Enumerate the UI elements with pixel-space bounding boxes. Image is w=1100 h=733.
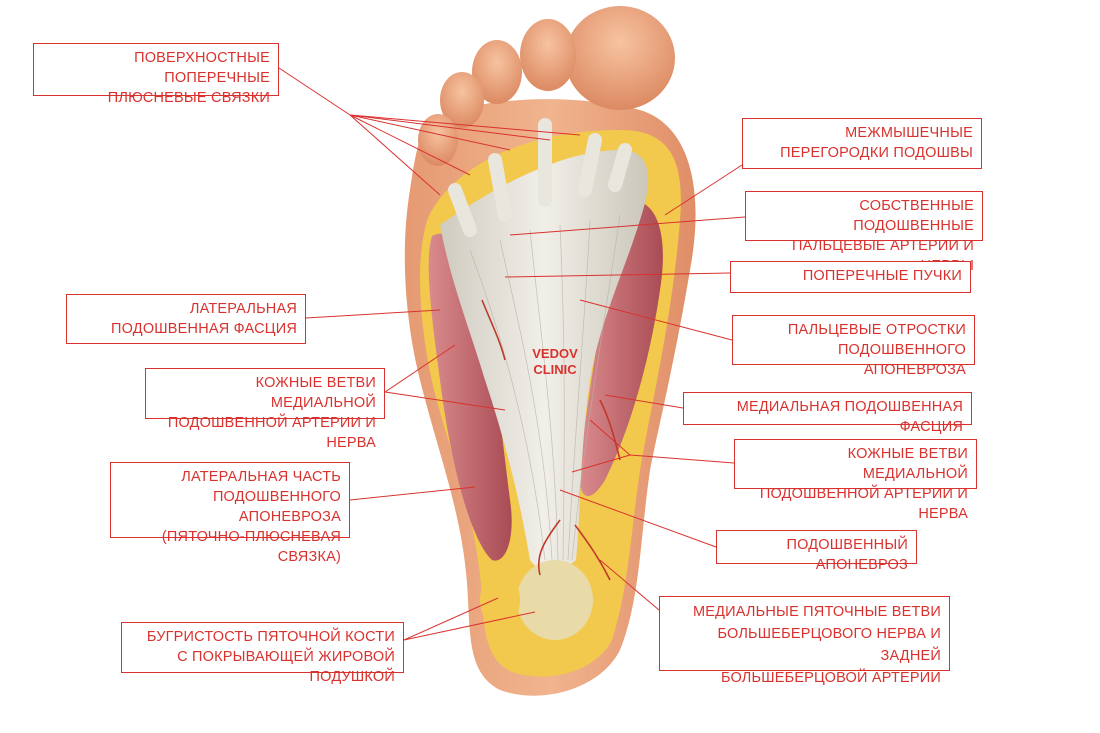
label-transverse-fascicles: ПОПЕРЕЧНЫЕ ПУЧКИ bbox=[730, 261, 971, 293]
watermark-text: VEDOV CLINIC bbox=[532, 346, 578, 377]
label-superficial-transverse-metatarsal-ligaments: ПОВЕРХНОСТНЫЕ ПОПЕРЕЧНЫЕ ПЛЮСНЕВЫЕ СВЯЗК… bbox=[33, 43, 279, 106]
label-intermuscular-septa: МЕЖМЫШЕЧНЫЕ ПЕРЕГОРОДКИ ПОДОШВЫ bbox=[742, 118, 982, 169]
label-calcaneal-tuberosity: БУГРИСТОСТЬ ПЯТОЧНОЙ КОСТИ С ПОКРЫВАЮЩЕЙ… bbox=[121, 622, 404, 685]
calcaneal-tuberosity bbox=[517, 560, 593, 640]
label-cutaneous-branches-left: КОЖНЫЕ ВЕТВИ МЕДИАЛЬНОЙ ПОДОШВЕННОЙ АРТЕ… bbox=[145, 368, 385, 451]
label-lateral-part-aponeurosis: ЛАТЕРАЛЬНАЯ ЧАСТЬ ПОДОШВЕННОГО АПОНЕВРОЗ… bbox=[110, 462, 350, 565]
second-toe bbox=[520, 19, 576, 91]
third-toe bbox=[472, 40, 522, 104]
medial-muscle bbox=[579, 200, 663, 497]
vessels bbox=[481, 299, 621, 581]
fiber-lines bbox=[469, 214, 621, 561]
label-lateral-plantar-fascia: ЛАТЕРАЛЬНАЯ ПОДОШВЕННАЯ ФАСЦИЯ bbox=[66, 294, 306, 344]
big-toe bbox=[565, 6, 675, 110]
label-medial-plantar-fascia: МЕДИАЛЬНАЯ ПОДОШВЕННАЯ ФАСЦИЯ bbox=[683, 392, 972, 435]
label-medial-calcaneal-branches: МЕДИАЛЬНЫЕ ПЯТОЧНЫЕ ВЕТВИ БОЛЬШЕБЕРЦОВОГ… bbox=[659, 596, 950, 686]
fourth-toe bbox=[440, 72, 484, 128]
label-proper-plantar-digital-arteries-nerves: СОБСТВЕННЫЕ ПОДОШВЕННЫЕ ПАЛЬЦЕВЫЕ АРТЕРИ… bbox=[745, 191, 983, 274]
label-digital-slips-aponeurosis: ПАЛЬЦЕВЫЕ ОТРОСТКИ ПОДОШВЕННОГО АПОНЕВРО… bbox=[732, 315, 975, 378]
heel-fat-pad bbox=[480, 572, 520, 628]
leader-lines bbox=[278, 67, 746, 641]
label-plantar-aponeurosis: ПОДОШВЕННЫЙ АПОНЕВРОЗ bbox=[716, 530, 917, 573]
lateral-muscle bbox=[428, 233, 512, 561]
label-cutaneous-branches-right: КОЖНЫЕ ВЕТВИ МЕДИАЛЬНОЙ ПОДОШВЕННОЙ АРТЕ… bbox=[734, 439, 977, 522]
digital-slips bbox=[448, 118, 632, 237]
